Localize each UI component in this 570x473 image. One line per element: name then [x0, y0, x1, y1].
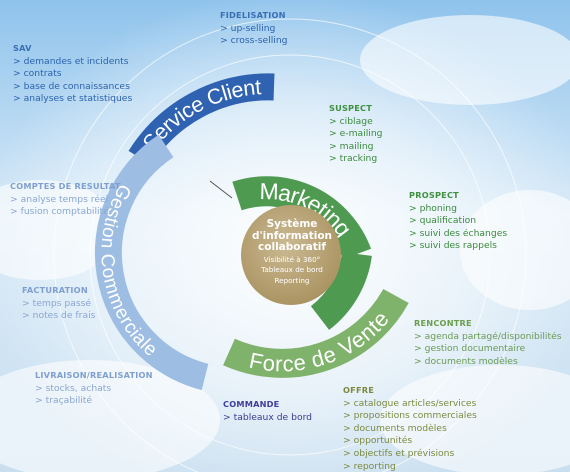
offre-item: reporting [343, 461, 477, 473]
center-disc [241, 205, 341, 305]
offre-item: catalogue articles/services [343, 398, 477, 411]
prospect-item: phoning [409, 203, 507, 216]
force-de-vente-arc [223, 288, 409, 378]
facturation-item: notes de frais [22, 310, 96, 323]
suspect-item: e-mailing [329, 128, 383, 141]
sav-heading: SAV [13, 43, 32, 53]
connector-line [209, 180, 233, 199]
sav-item: demandes et incidents [13, 56, 132, 69]
livraison-item: traçabilité [35, 395, 153, 408]
livraison-block: LIVRAISON/REALISATION stocks, achats tra… [35, 369, 153, 408]
sav-block: SAV demandes et incidents contrats base … [13, 42, 132, 106]
fidelisation-heading: FIDELISATION [220, 10, 286, 20]
rencontre-block: RENCONTRE agenda partagé/disponibilités … [414, 317, 562, 368]
comptes-block: COMPTES DE RESULTAT analyse temps réel f… [10, 180, 121, 219]
sav-item: contrats [13, 68, 132, 81]
facturation-heading: FACTURATION [22, 285, 88, 295]
livraison-heading: LIVRAISON/REALISATION [35, 370, 153, 380]
commande-item: tableaux de bord [223, 412, 312, 425]
prospect-item: suivi des rappels [409, 240, 507, 253]
rencontre-item: documents modèles [414, 356, 562, 369]
center-sub-3: Reporting [274, 275, 310, 285]
center-title-1: Système [266, 218, 318, 230]
offre-item: objectifs et prévisions [343, 448, 477, 461]
facturation-item: temps passé [22, 298, 95, 311]
sav-item: analyses et statistiques [13, 93, 133, 106]
prospect-item: qualification [409, 215, 507, 228]
offre-item: opportunités [343, 435, 477, 448]
marketing-arc [232, 176, 372, 260]
rencontre-item: agenda partagé/disponibilités [414, 331, 562, 344]
livraison-item: stocks, achats [35, 383, 153, 396]
commande-heading: COMMANDE [223, 399, 280, 409]
fidelisation-item: cross-selling [220, 35, 288, 48]
suspect-item: tracking [329, 153, 383, 166]
comptes-item: fusion comptabilité [10, 206, 121, 219]
commande-block: COMMANDE tableaux de bord [223, 398, 312, 424]
facturation-block: FACTURATION temps passé notes de frais [22, 284, 95, 323]
comptes-item: analyse temps réel [10, 194, 121, 207]
sav-item: base de connaissances [13, 81, 132, 94]
offre-item: documents modèles [343, 423, 477, 436]
center-sub-2: Tableaux de bord [261, 265, 323, 275]
center-title-3: collaboratif [258, 241, 326, 253]
prospect-block: PROSPECT phoning qualification suivi des… [409, 189, 507, 253]
rencontre-heading: RENCONTRE [414, 318, 472, 328]
comptes-heading: COMPTES DE RESULTAT [10, 181, 121, 191]
rencontre-item: gestion documentaire [414, 343, 562, 356]
suspect-item: ciblage [329, 116, 383, 129]
prospect-item: suivi des échanges [409, 228, 508, 241]
suspect-block: SUSPECT ciblage e-mailing mailing tracki… [329, 102, 383, 166]
center-text: Système d'information collaboratif Visib… [244, 218, 340, 285]
prospect-heading: PROSPECT [409, 190, 459, 200]
fidelisation-item: up-selling [220, 23, 288, 36]
offre-heading: OFFRE [343, 385, 375, 395]
center-title-2: d'information [251, 229, 333, 242]
center-sub-1: Visibilité à 360° [263, 254, 321, 264]
suspect-item: mailing [329, 141, 383, 154]
suspect-heading: SUSPECT [329, 103, 373, 113]
gestion-commerciale-arc [94, 134, 209, 391]
offre-block: OFFRE catalogue articles/services propos… [343, 384, 477, 473]
marketing-arc-tail [310, 251, 372, 330]
offre-item: propositions commerciales [343, 410, 477, 423]
faint-circles [53, 18, 527, 472]
fidelisation-block: FIDELISATION up-selling cross-selling [220, 9, 288, 48]
